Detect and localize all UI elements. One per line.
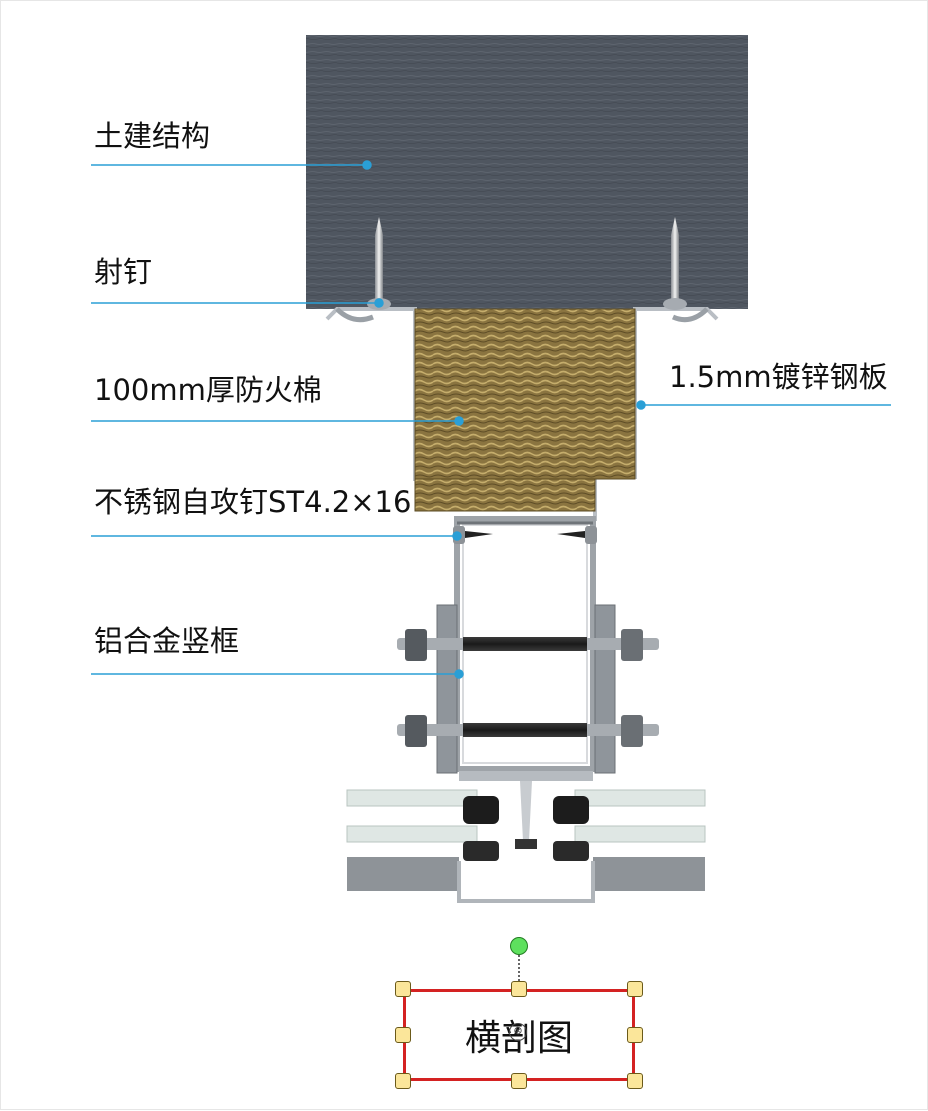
label-galvanized-plate: 1.5mm镀锌钢板 xyxy=(669,360,888,394)
resize-handle-left[interactable] xyxy=(395,1027,411,1043)
resize-handle-top-right[interactable] xyxy=(627,981,643,997)
label-civil-structure: 土建结构 xyxy=(94,119,211,153)
label-shot-nail: 射钉 xyxy=(94,255,153,289)
resize-handle-top[interactable] xyxy=(511,981,527,997)
rotation-connector xyxy=(518,955,520,989)
label-fire-wool: 100mm厚防火棉 xyxy=(94,373,322,407)
center-pin-icon: ⊗ xyxy=(509,1023,527,1041)
resize-handle-bottom[interactable] xyxy=(511,1073,527,1089)
glass-panel-left xyxy=(346,789,478,891)
bolt-lower xyxy=(397,715,659,747)
resize-handle-right[interactable] xyxy=(627,1027,643,1043)
concrete-slab xyxy=(306,35,748,309)
angle-plate-left xyxy=(436,604,458,774)
angle-plate-right xyxy=(594,604,616,774)
rotate-handle[interactable] xyxy=(510,937,528,955)
resize-handle-top-left[interactable] xyxy=(395,981,411,997)
resize-handle-bottom-left[interactable] xyxy=(395,1073,411,1089)
label-mullion: 铝合金竖框 xyxy=(94,624,240,658)
tapping-screw-right xyxy=(557,526,597,544)
fire-wool-block xyxy=(414,308,636,480)
bolt-upper xyxy=(397,629,659,661)
resize-handle-bottom-right[interactable] xyxy=(627,1073,643,1089)
pressure-cap xyxy=(457,771,595,903)
label-tapping-screw: 不锈钢自攻钉ST4.2×16 xyxy=(94,485,412,519)
shot-nail-right xyxy=(663,217,687,310)
leader-lines xyxy=(91,160,891,679)
